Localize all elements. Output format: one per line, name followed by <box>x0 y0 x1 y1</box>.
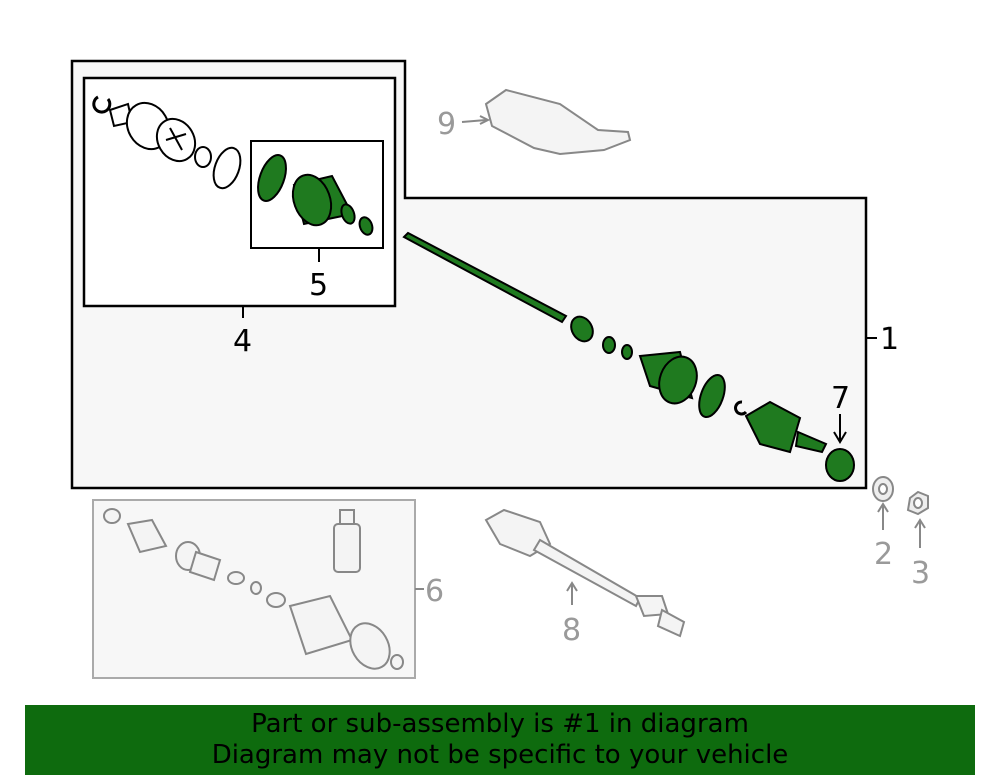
heat-shield-part <box>461 88 632 156</box>
callout-2[interactable]: 2 <box>874 537 893 572</box>
nut-part <box>906 490 929 548</box>
callout-7[interactable]: 7 <box>831 381 850 416</box>
callout-4[interactable]: 4 <box>233 324 252 359</box>
washer-part <box>872 476 894 530</box>
callout-3[interactable]: 3 <box>911 556 930 591</box>
axle-shaft-part <box>402 231 855 482</box>
banner-line-1: Part or sub-assembly is #1 in diagram <box>251 709 749 739</box>
axle-8-part <box>484 508 686 638</box>
axle-kit-6-parts <box>103 508 424 670</box>
info-banner: Part or sub-assembly is #1 in diagram Di… <box>25 705 975 775</box>
callout-9[interactable]: 9 <box>437 107 456 142</box>
callout-6[interactable]: 6 <box>425 574 444 609</box>
inner-cv-joint-part <box>92 95 242 190</box>
callout-8[interactable]: 8 <box>562 613 581 648</box>
banner-line-2: Diagram may not be specific to your vehi… <box>211 740 789 770</box>
callout-1[interactable]: 1 <box>880 322 899 357</box>
boot-kit-part <box>257 154 374 236</box>
leader-lines <box>242 248 877 444</box>
callout-5[interactable]: 5 <box>309 268 328 303</box>
